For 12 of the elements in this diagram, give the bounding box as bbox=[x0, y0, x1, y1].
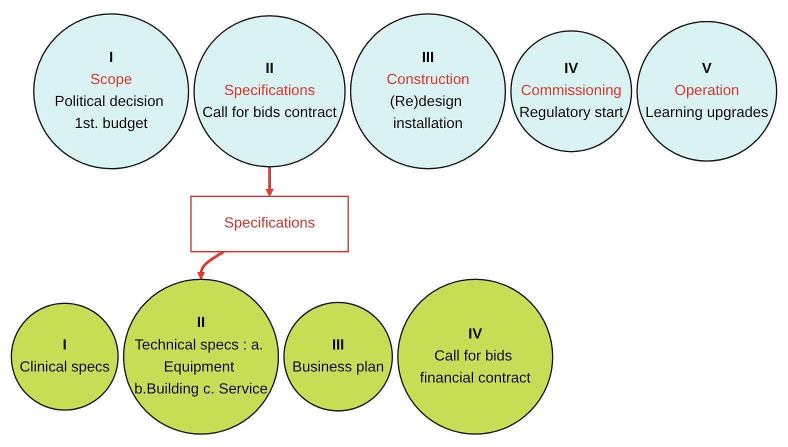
node-circle: I Scope Political decision 1st. budget bbox=[33, 12, 190, 169]
node-circle: III Construction (Re)design installation bbox=[350, 12, 506, 169]
node-circle: V Operation Learning upgrades bbox=[636, 20, 778, 162]
node-box: Specifications bbox=[190, 195, 349, 252]
node-circle: II Technical specs : a. Equipment b.Building c. Service bbox=[122, 278, 280, 434]
arrow bbox=[196, 250, 225, 280]
node-circle: III Business plan bbox=[283, 301, 394, 412]
arrow bbox=[266, 166, 274, 196]
node-circle: IV Call for bids financial contract bbox=[397, 278, 554, 434]
node-circle: I Clinical specs bbox=[10, 302, 119, 410]
node-circle: IV Commissioning Regulatory start bbox=[510, 30, 632, 152]
node-circle: II Specifications Call for bids contract bbox=[193, 14, 346, 167]
